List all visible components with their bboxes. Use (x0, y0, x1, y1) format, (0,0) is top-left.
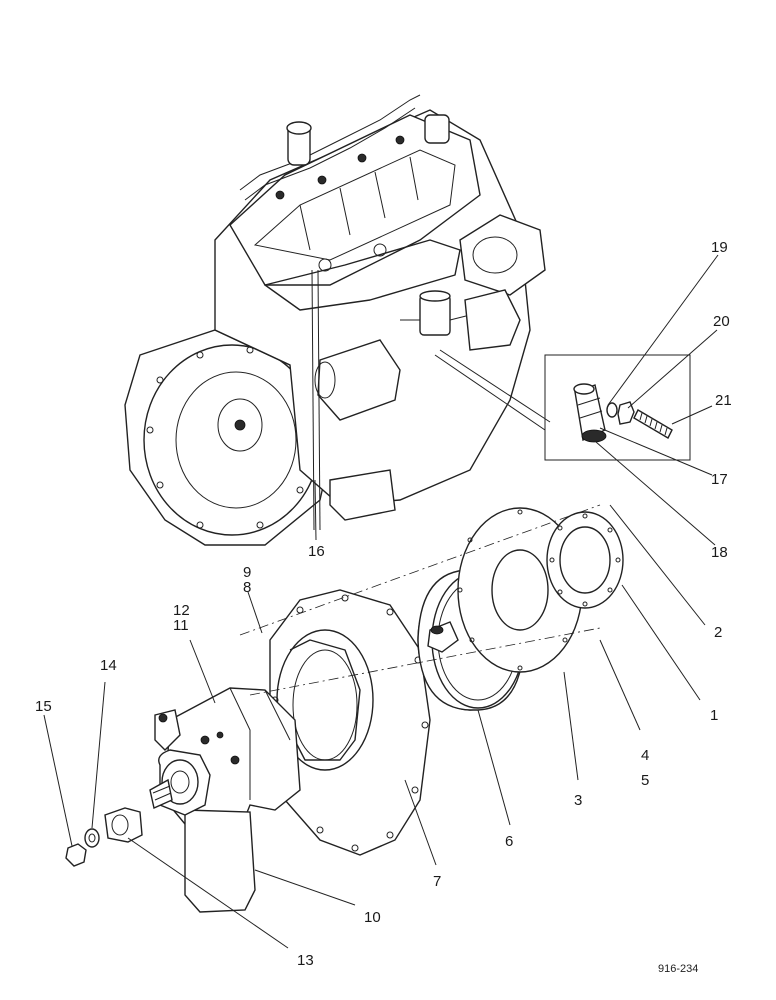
alignment-lines (239, 504, 601, 696)
callout-6: 6 (505, 833, 513, 850)
gearbox-sump (184, 809, 256, 913)
callout-13: 13 (297, 952, 314, 969)
callout-2: 2 (714, 624, 722, 641)
callout-20: 20 (713, 313, 730, 330)
callout-17: 17 (711, 471, 728, 488)
leader-lines (43, 254, 719, 949)
callout-10: 10 (364, 909, 381, 926)
washer (606, 402, 618, 418)
callout-9: 9 (243, 564, 251, 581)
callout-12: 12 (173, 602, 190, 619)
callout-1: 1 (710, 707, 718, 724)
coupling-nut (65, 843, 87, 867)
callout-8: 8 (243, 579, 251, 596)
callout-7: 7 (433, 873, 441, 890)
callout-5: 5 (641, 772, 649, 789)
engine-illustration (124, 94, 551, 546)
adaptor-ring (546, 511, 624, 609)
inset-fittings (544, 354, 691, 461)
oil-sump (329, 469, 396, 521)
callout-11: 11 (173, 617, 189, 634)
flywheel-hub (217, 398, 263, 452)
alternator (459, 214, 546, 296)
stud (633, 409, 673, 439)
hose-clip (581, 429, 607, 443)
marine-gearbox (149, 687, 301, 913)
callout-16: 16 (308, 543, 325, 560)
callout-15: 15 (35, 698, 52, 715)
flywheel-bolts (146, 346, 304, 529)
nut (617, 401, 635, 425)
callout-4: 4 (641, 747, 649, 764)
bell-housing (269, 589, 431, 856)
dipstick-tube (311, 269, 315, 531)
callout-21: 21 (715, 392, 732, 409)
coupling-washer (84, 828, 100, 848)
callout-labels: 1 2 3 4 5 6 7 8 9 10 11 12 13 14 15 16 1… (35, 239, 732, 969)
figure-code: 916-234 (658, 963, 698, 975)
rocker-cover (229, 114, 481, 286)
starter-motor (317, 339, 401, 421)
output-coupling (104, 807, 143, 843)
callout-19: 19 (711, 239, 728, 256)
callout-3: 3 (574, 792, 582, 809)
callout-14: 14 (100, 657, 117, 674)
callout-18: 18 (711, 544, 728, 561)
